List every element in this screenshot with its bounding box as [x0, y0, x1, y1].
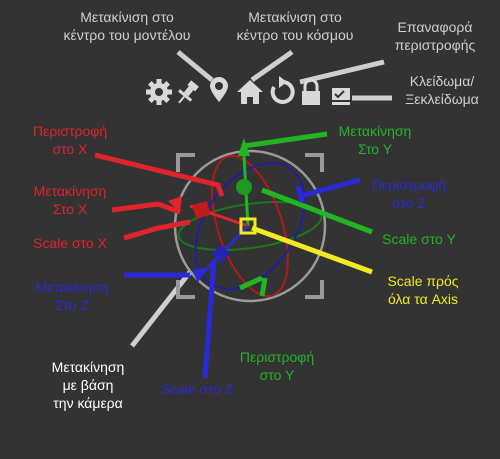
label-scale-y: Scale στο Υ — [382, 231, 456, 247]
leader-rotate-z-tick — [295, 185, 305, 203]
pin-icon[interactable] — [173, 78, 201, 107]
leader-rotate-y — [259, 277, 268, 297]
leader-scale-z — [202, 259, 217, 379]
move-z-arrow[interactable] — [192, 268, 205, 283]
label-scale-all: Scale πρός όλα τα Axis — [387, 273, 459, 307]
leader-scale-all — [251, 225, 373, 275]
leader-center-model — [176, 50, 214, 82]
gear-icon[interactable] — [146, 79, 172, 105]
label-center-world: Μετακίνιση στο κέντρο του κόσμου — [236, 9, 354, 43]
label-rotate-z: Περιστροφή στο Ζ — [371, 177, 447, 211]
reset-rotation-icon[interactable] — [270, 76, 295, 104]
scale-x-handle[interactable] — [192, 201, 211, 219]
rotation-ring-x[interactable] — [197, 147, 303, 306]
label-move-x: Μετακίνηση Στο Χ — [33, 183, 107, 217]
label-reset-rotation: Επαναφορά περιστροφής — [394, 19, 476, 53]
lock-icon[interactable] — [302, 78, 320, 105]
leader-move-x — [111, 201, 181, 215]
leader-rotate-x — [94, 152, 225, 197]
label-move-z: Μετακίνηση Στο Ζ — [35, 279, 109, 313]
move-x-arrow[interactable] — [168, 196, 182, 212]
scale-z-handle[interactable] — [211, 244, 231, 263]
leader-reset-rotation — [299, 59, 385, 85]
label-scale-x: Scale στο Χ — [33, 235, 107, 251]
scale-all-handle[interactable] — [239, 217, 257, 235]
leader-rotate-y-tick — [238, 275, 264, 291]
toggle-icon[interactable] — [332, 88, 350, 105]
label-center-model: Μετακίνιση στο κέντρο του μοντέλου — [63, 9, 191, 43]
toolbar — [146, 76, 350, 107]
leader-rotate-z — [299, 177, 361, 199]
leader-move-y — [239, 131, 328, 157]
home-icon[interactable] — [237, 80, 263, 104]
label-rotate-x: Περιστροφή στο Χ — [32, 123, 108, 157]
location-pin-icon[interactable] — [210, 77, 228, 102]
label-lock-unlock: Κλείδωμα/ Ξεκλείδωμα — [405, 73, 479, 107]
scale-y-handle[interactable] — [236, 179, 252, 195]
leader-scale-y — [261, 187, 373, 235]
leader-scale-x — [123, 219, 191, 241]
leader-center-world — [250, 49, 294, 83]
label-scale-z: Scale στο Ζ — [160, 381, 234, 397]
label-camera-move: Μετακίνηση με βάση την κάμερα — [51, 359, 125, 411]
color-leaders — [94, 131, 373, 379]
leader-camera-move — [130, 270, 192, 348]
label-move-y: Μετακίνηση Στο Υ — [338, 123, 412, 157]
frame-brackets — [176, 153, 324, 299]
gray-leaders — [130, 49, 392, 348]
label-rotate-y: Περιστροφή στο Υ — [239, 349, 315, 383]
axes — [168, 138, 257, 283]
